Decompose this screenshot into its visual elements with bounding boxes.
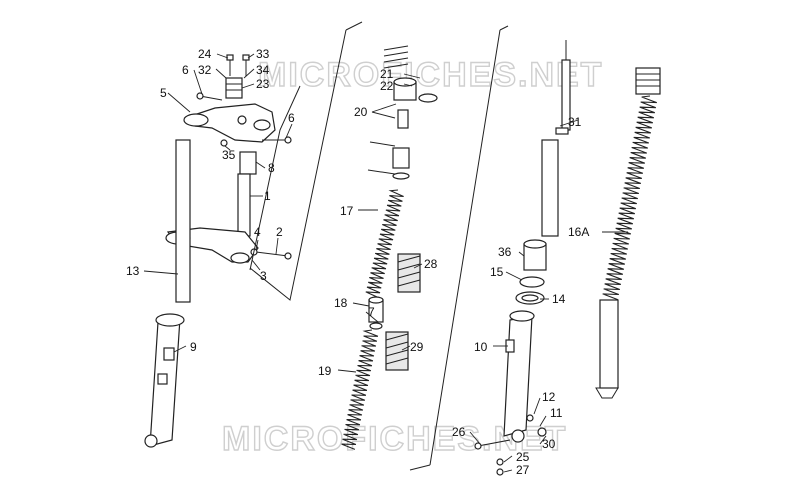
callout-14: 14 <box>552 292 566 306</box>
callout-26: 26 <box>452 425 466 439</box>
callout-22: 22 <box>380 79 394 93</box>
callout-18: 18 <box>334 296 348 310</box>
fork-cartridge <box>595 67 661 399</box>
callout-34: 34 <box>256 63 270 77</box>
callout-6-right: 6 <box>288 111 295 125</box>
fork-spring-lower <box>341 329 379 450</box>
callout-36: 36 <box>498 245 512 259</box>
callout-24: 24 <box>198 47 212 61</box>
callout-33: 33 <box>256 47 270 61</box>
group-outlines <box>249 21 509 471</box>
callout-32: 32 <box>198 63 212 77</box>
callout-7: 7 <box>368 305 375 319</box>
callout-19: 19 <box>318 364 332 378</box>
callout-13: 13 <box>126 264 140 278</box>
callout-35: 35 <box>222 148 236 162</box>
right-leg-assembly <box>474 40 571 476</box>
watermark-top: MICROFICHES.NET <box>258 56 603 94</box>
callout-11: 11 <box>550 406 563 420</box>
callout-25: 25 <box>516 450 530 464</box>
callout-3: 3 <box>260 269 267 283</box>
steering-stem <box>237 173 251 237</box>
leader-lines <box>143 53 628 473</box>
fork-tube <box>175 139 191 303</box>
callout-20: 20 <box>354 105 368 119</box>
steering-assembly <box>144 54 292 448</box>
callout-23: 23 <box>256 77 270 91</box>
callout-16A: 16A <box>568 225 589 239</box>
callout-6-top: 6 <box>182 63 189 77</box>
damper-cylinder-28 <box>397 253 421 293</box>
callout-1: 1 <box>264 189 271 203</box>
callout-2: 2 <box>276 225 283 239</box>
callout-27: 27 <box>516 463 530 477</box>
callout-29: 29 <box>410 340 424 354</box>
callout-8: 8 <box>268 161 275 175</box>
callout-12: 12 <box>542 390 556 404</box>
fork-spring-upper <box>365 189 404 299</box>
callout-21: 21 <box>380 67 394 81</box>
callout-4: 4 <box>254 225 261 239</box>
callout-17: 17 <box>340 204 354 218</box>
stem-bearing <box>239 151 257 175</box>
callout-30: 30 <box>542 437 556 451</box>
damper-assembly <box>341 45 438 450</box>
damper-cylinder-29 <box>385 331 409 371</box>
callout-31: 31 <box>568 115 582 129</box>
callout-10: 10 <box>474 340 488 354</box>
fork-cartridge-spring <box>602 95 657 301</box>
callout-labels: 24 33 6 32 34 23 5 6 35 8 1 4 2 3 13 9 2… <box>126 47 589 477</box>
callout-28: 28 <box>424 257 438 271</box>
damper-rod <box>541 139 559 237</box>
callout-15: 15 <box>490 265 504 279</box>
callout-5: 5 <box>160 86 167 100</box>
upper-triple-clamp <box>183 103 276 143</box>
callout-9: 9 <box>190 340 197 354</box>
steering-nut <box>225 77 243 99</box>
